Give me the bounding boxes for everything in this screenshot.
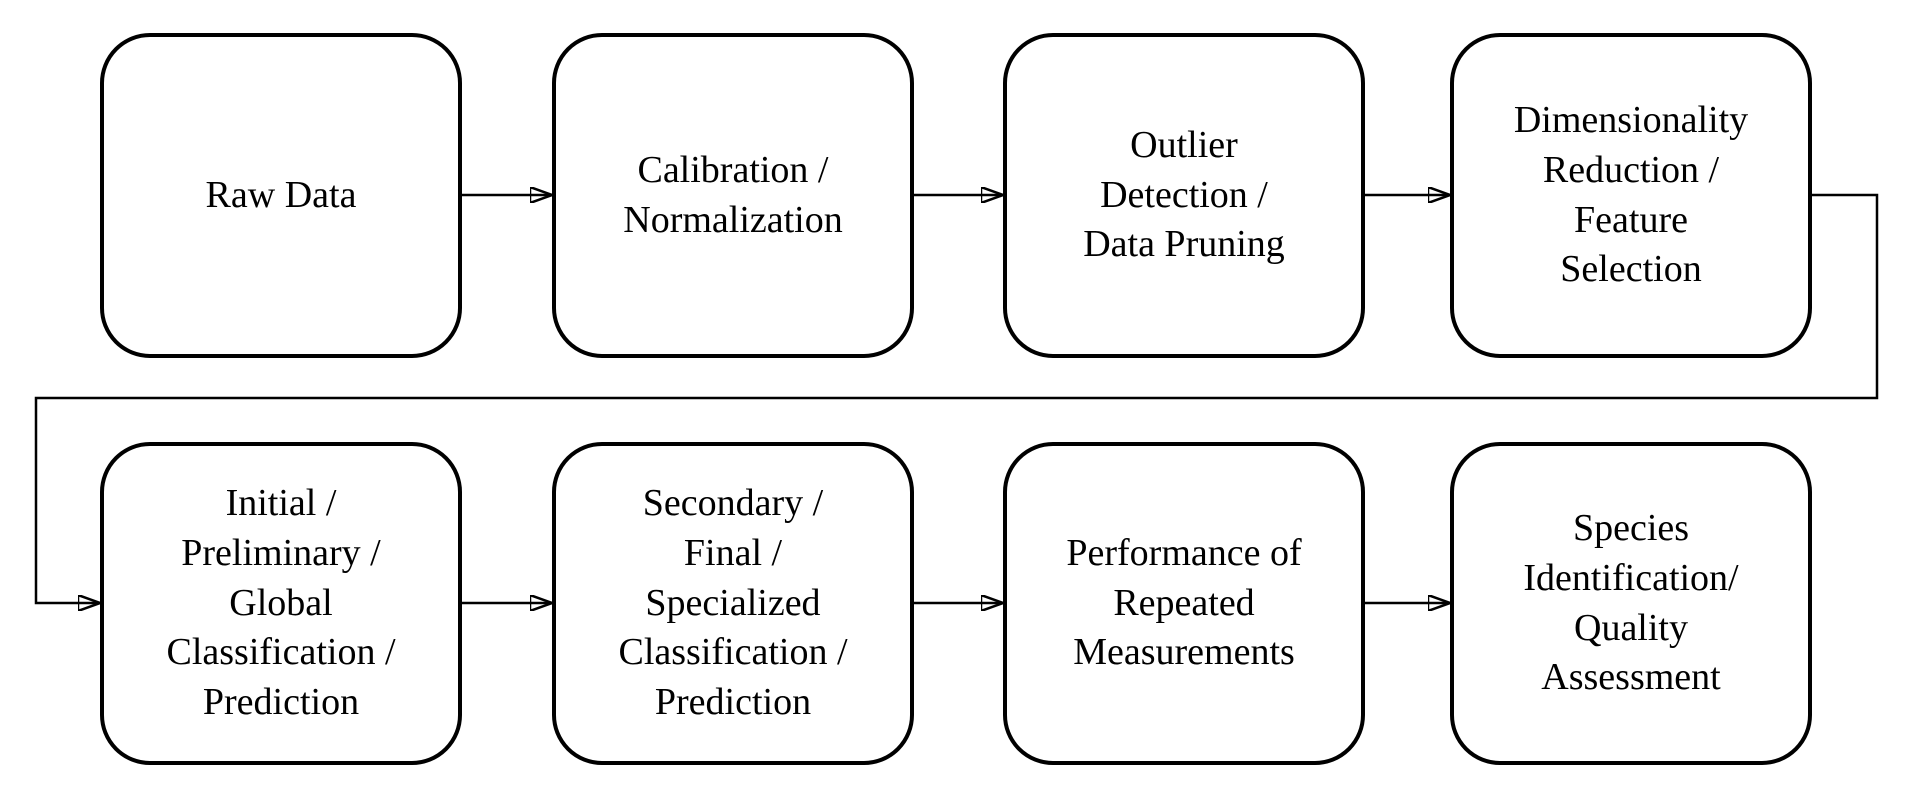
arrow-dimensionality-reduction-to-initial-classification bbox=[34, 193, 1879, 603]
flow-box-dimensionality-reduction-feature-selection: Dimensionality Reduction / Feature Selec… bbox=[1450, 33, 1812, 358]
flow-box-raw-data: Raw Data bbox=[100, 33, 462, 358]
flow-box-performance-repeated-measurements: Performance of Repeated Measurements bbox=[1003, 442, 1365, 765]
flow-box-label-raw-data: Raw Data bbox=[205, 173, 357, 216]
flow-box-label-dimensionality-reduction-feature-selection: Dimensionality Reduction / Feature Selec… bbox=[1513, 98, 1749, 291]
flow-box-outlier-detection-data-pruning: Outlier Detection / Data Pruning bbox=[1003, 33, 1365, 358]
flow-box-initial-preliminary-global-classification: Initial / Preliminary / Global Classific… bbox=[100, 442, 462, 765]
flow-box-label-initial-preliminary-global-classification: Initial / Preliminary / Global Classific… bbox=[166, 482, 396, 724]
flow-box-label-performance-repeated-measurements: Performance of Repeated Measurements bbox=[1066, 531, 1302, 674]
flow-box-calibration-normalization: Calibration / Normalization bbox=[552, 33, 914, 358]
flow-box-label-species-identification-quality-assessment: Species Identification/ Quality Assessme… bbox=[1523, 506, 1739, 699]
flow-box-species-identification-quality-assessment: Species Identification/ Quality Assessme… bbox=[1450, 442, 1812, 765]
flow-box-label-secondary-final-specialized-classification: Secondary / Final / Specialized Classifi… bbox=[618, 482, 848, 724]
flow-box-label-outlier-detection-data-pruning: Outlier Detection / Data Pruning bbox=[1083, 123, 1285, 266]
flow-box-secondary-final-specialized-classification: Secondary / Final / Specialized Classifi… bbox=[552, 442, 914, 765]
flow-box-label-calibration-normalization: Calibration / Normalization bbox=[623, 148, 843, 241]
